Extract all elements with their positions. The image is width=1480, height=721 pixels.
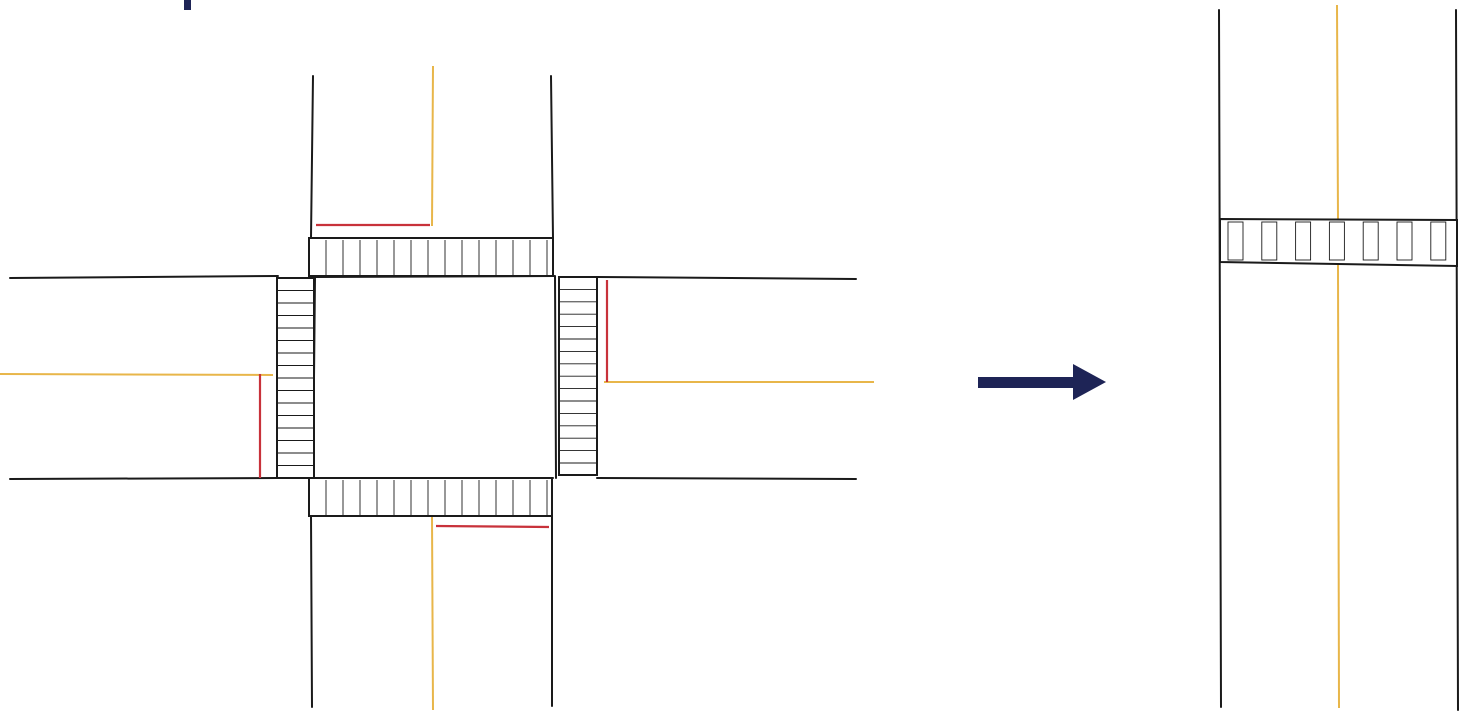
south-crosswalk-stripes [325, 480, 548, 515]
south-crosswalk [308, 477, 553, 517]
west-road-top-edge [9, 275, 279, 279]
crosswalk-block [1430, 221, 1447, 261]
crosswalk-block [1227, 221, 1244, 261]
road-center-line-bottom [1337, 263, 1340, 709]
east-crosswalk [558, 276, 598, 476]
north-crosswalk-stripes [325, 240, 548, 275]
straight-road-diagram [1218, 4, 1459, 711]
west-crosswalk [276, 277, 315, 479]
intersection-diagram [0, 65, 874, 711]
crosswalk-block [1295, 221, 1312, 261]
inner-box-right [554, 275, 557, 479]
road-crosswalk-blocks [1227, 221, 1447, 261]
north-road-right-edge [550, 75, 554, 239]
road-center-line-top [1336, 4, 1339, 221]
north-center-line [431, 65, 434, 227]
south-stop-line [435, 524, 550, 529]
road-crosswalk [1219, 217, 1458, 268]
north-crosswalk [308, 237, 554, 277]
south-road-left-edge [310, 515, 313, 708]
crosswalk-block [1362, 221, 1379, 261]
right-arrow-icon [978, 364, 1106, 400]
north-road-left-edge [310, 75, 314, 239]
south-center-line [431, 516, 434, 711]
crosswalk-block [1328, 221, 1345, 261]
west-crosswalk-stripes [278, 290, 313, 466]
title-fragment [184, 0, 191, 10]
crosswalk-block [1396, 221, 1413, 261]
road-left-edge [1218, 9, 1222, 708]
crosswalk-block [1261, 221, 1278, 261]
west-road-bottom-edge [9, 477, 279, 480]
east-road-bottom-edge [596, 477, 857, 480]
west-center-line [0, 373, 274, 376]
east-crosswalk-stripes [560, 288, 596, 464]
road-right-edge [1455, 9, 1459, 711]
east-road-top-edge [596, 276, 857, 280]
